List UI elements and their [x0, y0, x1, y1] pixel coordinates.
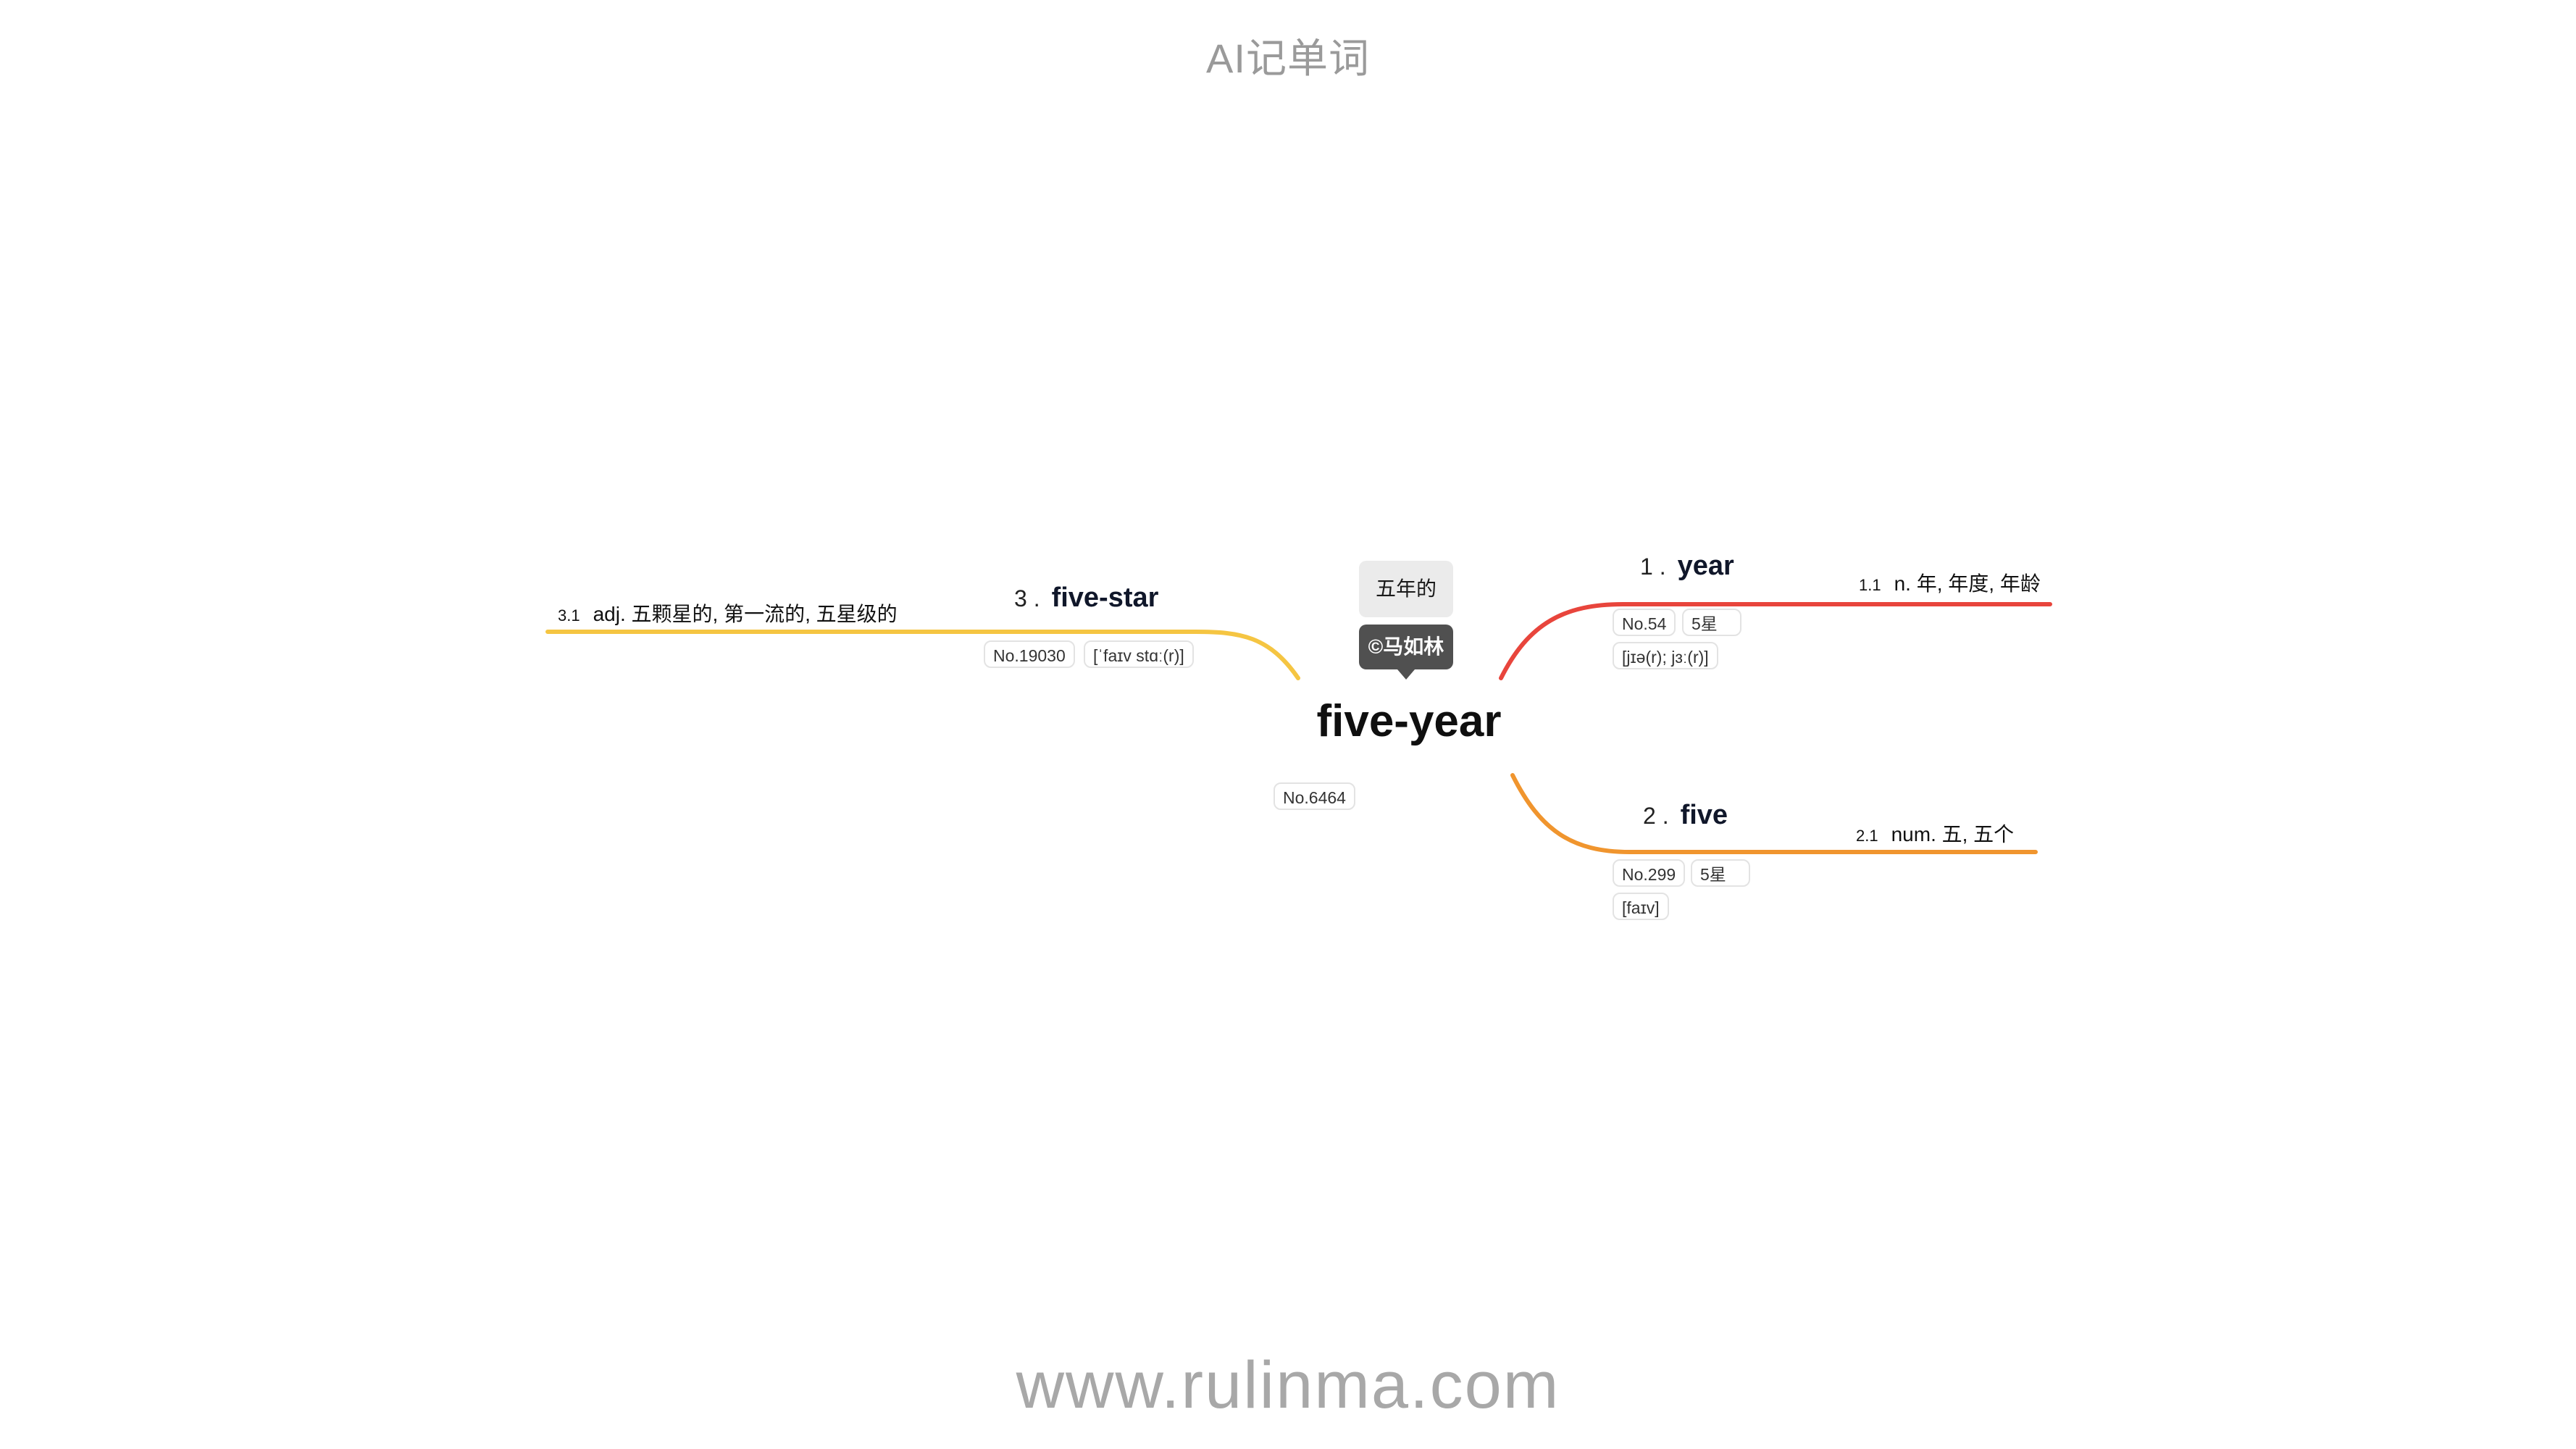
app-title: AI记单词	[1206, 36, 1370, 81]
branch-3-word: five-star	[1051, 582, 1159, 613]
root-author-pointer	[1397, 669, 1415, 680]
branch-1-leaf-index: 1.1	[1859, 576, 1881, 594]
branch-2-leaf[interactable]: 2.1 num. 五, 五个	[1856, 819, 2014, 848]
connector-branch-2	[1510, 773, 2038, 854]
branch-3-index: 3 .	[1014, 585, 1040, 611]
branch-2-leaf-text: num. 五, 五个	[1891, 823, 2015, 845]
branch-2-leaf-index: 2.1	[1856, 827, 1878, 845]
branch-1-index: 1 .	[1640, 554, 1666, 580]
branch-2-phonetic-tag: [faɪv]	[1613, 893, 1669, 920]
branch-2-index: 2 .	[1643, 803, 1669, 829]
branch-3-phonetic-tag: [ˈfaɪv stɑː(r)]	[1084, 640, 1194, 668]
branch-3-rank-tag: No.19030	[984, 640, 1075, 668]
branch-3-leaf[interactable]: 3.1 adj. 五颗星的, 第一流的, 五星级的	[558, 598, 898, 627]
branch-1-leaf[interactable]: 1.1 n. 年, 年度, 年龄	[1859, 568, 2041, 597]
branch-3-leaf-index: 3.1	[558, 606, 580, 625]
branch-1-phonetic-tag: [jɪə(r); jɜː(r)]	[1613, 642, 1718, 669]
branch-2-rank-tag: No.299	[1613, 859, 1686, 887]
branch-2-stars-tag: 5星	[1691, 859, 1750, 887]
root-rank-tag: No.6464	[1274, 782, 1355, 810]
branch-1-word: year	[1677, 551, 1734, 581]
root-meaning-bubble: 五年的	[1359, 561, 1453, 617]
footer-url[interactable]: www.rulinma.com	[1016, 1348, 1560, 1422]
branch-1-stars-tag: 5星	[1682, 609, 1741, 636]
connector-branch-3	[545, 630, 1300, 680]
branch-1-rank-tag: No.54	[1613, 609, 1676, 636]
root-author-badge: ©马如林	[1359, 625, 1453, 669]
connector-branch-1	[1499, 602, 2052, 680]
branch-3-title[interactable]: 3 . five-star	[1014, 582, 1158, 614]
branch-1-leaf-text: n. 年, 年度, 年龄	[1894, 572, 2041, 595]
root-word[interactable]: five-year	[1316, 696, 1502, 746]
branch-1-title[interactable]: 1 . year	[1640, 551, 1734, 582]
branch-3-leaf-text: adj. 五颗星的, 第一流的, 五星级的	[593, 603, 898, 625]
branch-2-word: five	[1680, 800, 1728, 830]
branch-2-title[interactable]: 2 . five	[1643, 800, 1728, 831]
